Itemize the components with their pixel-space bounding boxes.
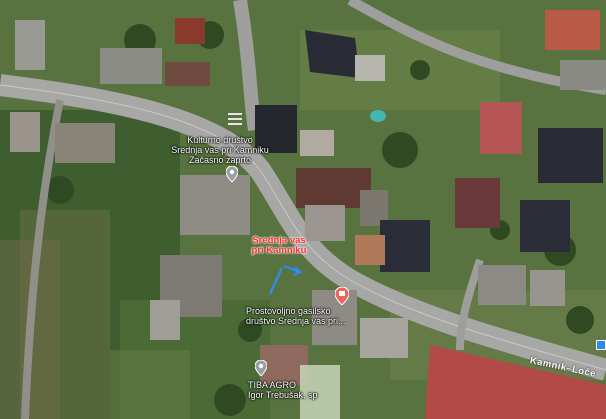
tiba-label[interactable]: TIBA AGRO Igor Trebušak, sp [248, 380, 318, 400]
transit-stop-icon[interactable] [596, 340, 606, 350]
culture-pin-icon[interactable] [225, 165, 239, 187]
firestation-line2: društvo Srednja vas pri... [246, 316, 346, 326]
route-arrow-icon [268, 264, 303, 295]
firestation-line1: Prostovoljno gasilsko [246, 306, 331, 316]
tiba-line2: Igor Trebušak, sp [248, 390, 318, 400]
tiba-pin-icon[interactable] [254, 359, 268, 381]
culture-status: Začasno zaprto [188, 155, 252, 165]
firestation-label[interactable]: Prostovoljno gasilsko društvo Srednja va… [246, 306, 346, 326]
culture-label[interactable]: Kulturno društvo Srednja vas pri Kamniku… [165, 135, 275, 165]
village-line1: Srednja vas [252, 235, 306, 246]
village-line2: pri Kamniku [251, 245, 307, 256]
culture-line2: Srednja vas pri Kamniku [171, 145, 269, 155]
fire-station-pin-icon[interactable] [334, 286, 350, 310]
culture-line1: Kulturno društvo [187, 135, 253, 145]
village-label[interactable]: Srednja vas pri Kamniku [244, 236, 314, 256]
tiba-line1: TIBA AGRO [248, 380, 297, 390]
